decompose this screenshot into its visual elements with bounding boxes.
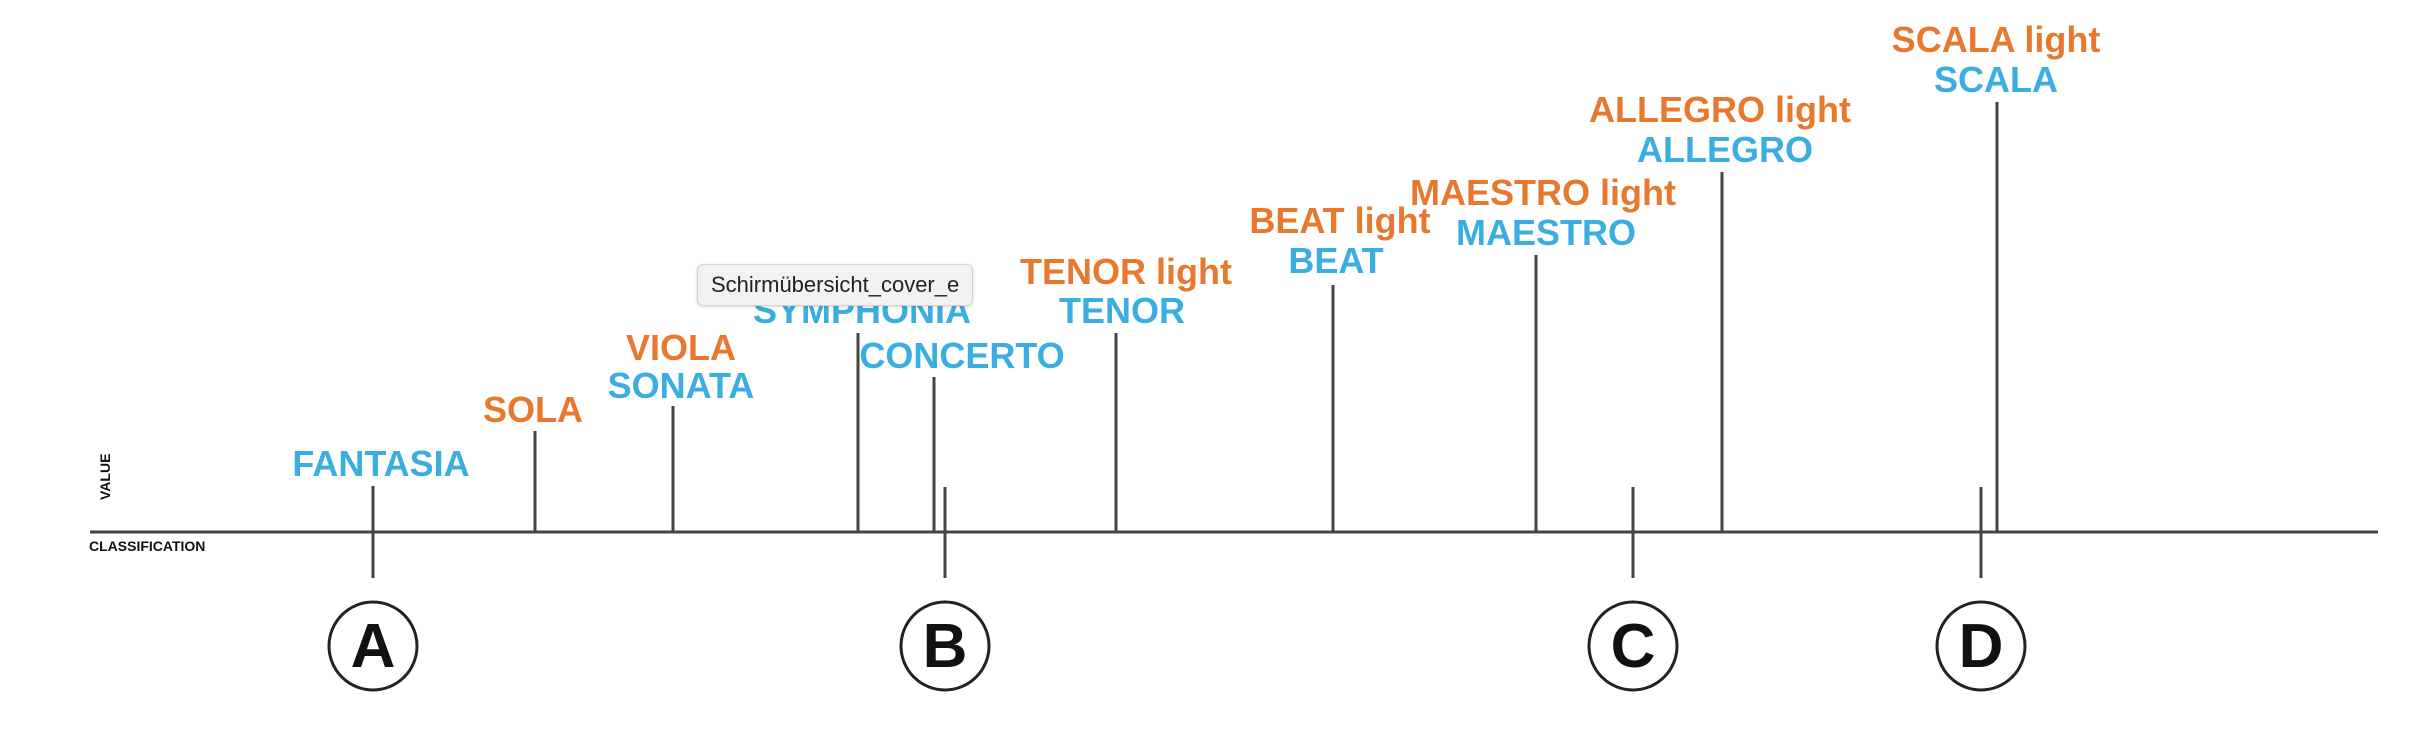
product-blue-label: MAESTRO — [1456, 212, 1636, 253]
class-circle — [1935, 600, 2027, 692]
product-orange-label: SCALA light — [1891, 19, 2101, 60]
class-marker-b: B — [899, 487, 991, 692]
product-orange-label: VIOLA — [625, 327, 737, 368]
product-blue-label: BEAT — [1288, 240, 1384, 281]
product-orange-label: BEAT light — [1249, 200, 1431, 241]
class-letter: C — [1611, 612, 1656, 681]
class-marker-c: C — [1587, 487, 1679, 692]
axis-value-label: VALUE — [97, 453, 113, 500]
product-blue-label: SCALA — [1934, 59, 2058, 100]
product-orange-label: TENOR light — [1020, 251, 1232, 292]
class-marker-a: A — [327, 532, 419, 692]
class-circle — [899, 600, 991, 692]
product-orange-label: SOLA — [482, 389, 584, 430]
product-blue-label: TENOR — [1059, 290, 1185, 331]
class-letter: B — [923, 612, 968, 681]
class-marker-d: D — [1935, 487, 2027, 692]
class-circle — [327, 600, 419, 692]
product-orange-label: ALLEGRO light — [1589, 89, 1851, 130]
class-letter: A — [351, 612, 396, 681]
product-blue-label: FANTASIA — [292, 443, 470, 484]
tooltip: Schirmübersicht_cover_e — [697, 264, 974, 306]
axis-classification-label: CLASSIFICATION — [89, 538, 206, 554]
product-blue-label: ALLEGRO — [1637, 129, 1813, 170]
class-circle — [1587, 600, 1679, 692]
product-blue-label: CONCERTO — [859, 335, 1065, 376]
class-letter: D — [1959, 612, 2004, 681]
product-blue-label: SONATA — [607, 365, 755, 406]
product-orange-label: MAESTRO light — [1410, 172, 1676, 213]
